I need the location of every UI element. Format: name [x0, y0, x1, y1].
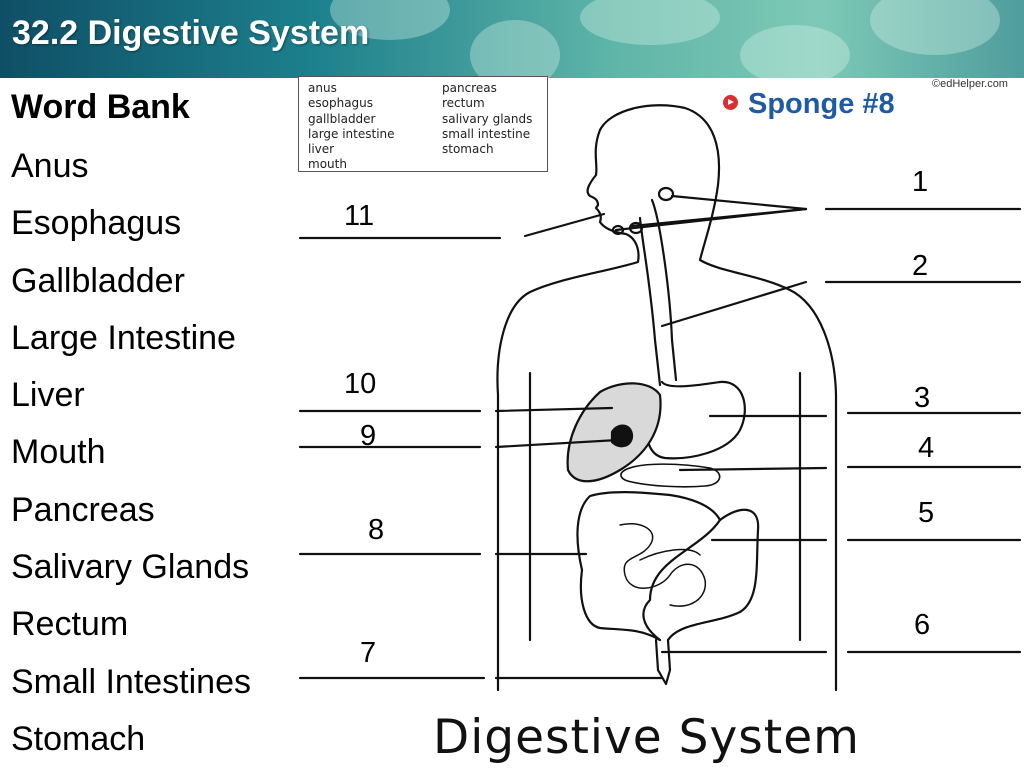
label-number-9: 9	[360, 420, 377, 452]
label-number-7: 7	[360, 637, 377, 669]
esophagus-shape	[650, 198, 678, 382]
word-bank-item: Stomach	[11, 719, 146, 758]
label-number-1: 1	[912, 166, 929, 198]
word-box-right-column: pancreas rectum salivary glands small in…	[442, 81, 532, 157]
word-bank-item: Small Intestines	[11, 662, 251, 701]
small-word-box: anus esophagus gallbladder large intesti…	[298, 76, 548, 172]
body-outline	[496, 128, 640, 692]
word-box-item: salivary glands	[442, 111, 533, 126]
leader-line	[660, 280, 808, 328]
leader-line	[614, 207, 808, 232]
word-box-left-column: anus esophagus gallbladder large intesti…	[308, 81, 395, 173]
word-bank-item: Pancreas	[11, 490, 155, 529]
word-box-item: pancreas	[442, 81, 497, 95]
word-box-item: rectum	[442, 96, 485, 111]
header-banner: 32.2 Digestive System	[0, 0, 1024, 78]
pancreas-shape	[620, 463, 721, 488]
arrow-bullet-icon	[723, 94, 738, 110]
sponge-heading: Sponge #8	[723, 88, 895, 121]
small-intestine-shape	[619, 523, 706, 607]
word-bank-item: Anus	[11, 147, 89, 185]
label-number-3: 3	[914, 382, 931, 414]
leader-line	[523, 212, 606, 238]
word-bank-item: Liver	[11, 376, 85, 415]
label-number-10: 10	[344, 368, 377, 400]
label-number-6: 6	[914, 609, 931, 641]
word-bank-item: Salivary Glands	[11, 548, 250, 587]
slide-title: 32.2 Digestive System	[12, 14, 370, 52]
word-box-item: gallbladder	[308, 111, 376, 126]
word-bank-item: Gallbladder	[11, 261, 185, 300]
body-outline	[598, 104, 838, 692]
word-box-item: liver	[308, 142, 335, 157]
leader-line	[494, 406, 614, 413]
word-box-item: esophagus	[308, 96, 374, 111]
salivary-gland-shape	[657, 186, 675, 202]
label-number-2: 2	[912, 250, 929, 282]
word-bank-list: Anus Esophagus Gallbladder Large Intesti…	[11, 146, 251, 776]
gallbladder-shape	[610, 424, 634, 448]
large-intestine-shape	[576, 491, 722, 642]
word-bank-item: Mouth	[11, 433, 106, 472]
word-box-item: small intestine	[442, 126, 531, 141]
word-box-item: anus	[308, 81, 337, 95]
diagram-caption: Digestive System	[433, 710, 860, 765]
label-number-5: 5	[918, 497, 935, 529]
leader-line	[494, 438, 620, 449]
word-box-item: mouth	[308, 157, 347, 172]
word-bank-item: Large Intestine	[11, 318, 236, 357]
credit-text: ©edHelper.com	[932, 78, 1008, 90]
esophagus-shape	[638, 216, 662, 387]
word-box-item: large intestine	[308, 126, 395, 141]
rectum-shape	[654, 638, 672, 686]
sponge-label: Sponge #8	[748, 88, 895, 120]
word-bank-item: Esophagus	[11, 204, 182, 243]
word-bank-heading: Word Bank	[11, 88, 190, 126]
word-box-item: stomach	[442, 142, 494, 157]
label-number-11: 11	[344, 200, 375, 232]
stomach-shape	[646, 380, 746, 460]
large-intestine-shape	[666, 508, 760, 642]
label-number-8: 8	[368, 514, 385, 546]
leader-line	[670, 194, 808, 211]
word-bank-item: Rectum	[11, 605, 129, 644]
label-number-4: 4	[918, 432, 935, 464]
leader-line	[678, 466, 828, 472]
